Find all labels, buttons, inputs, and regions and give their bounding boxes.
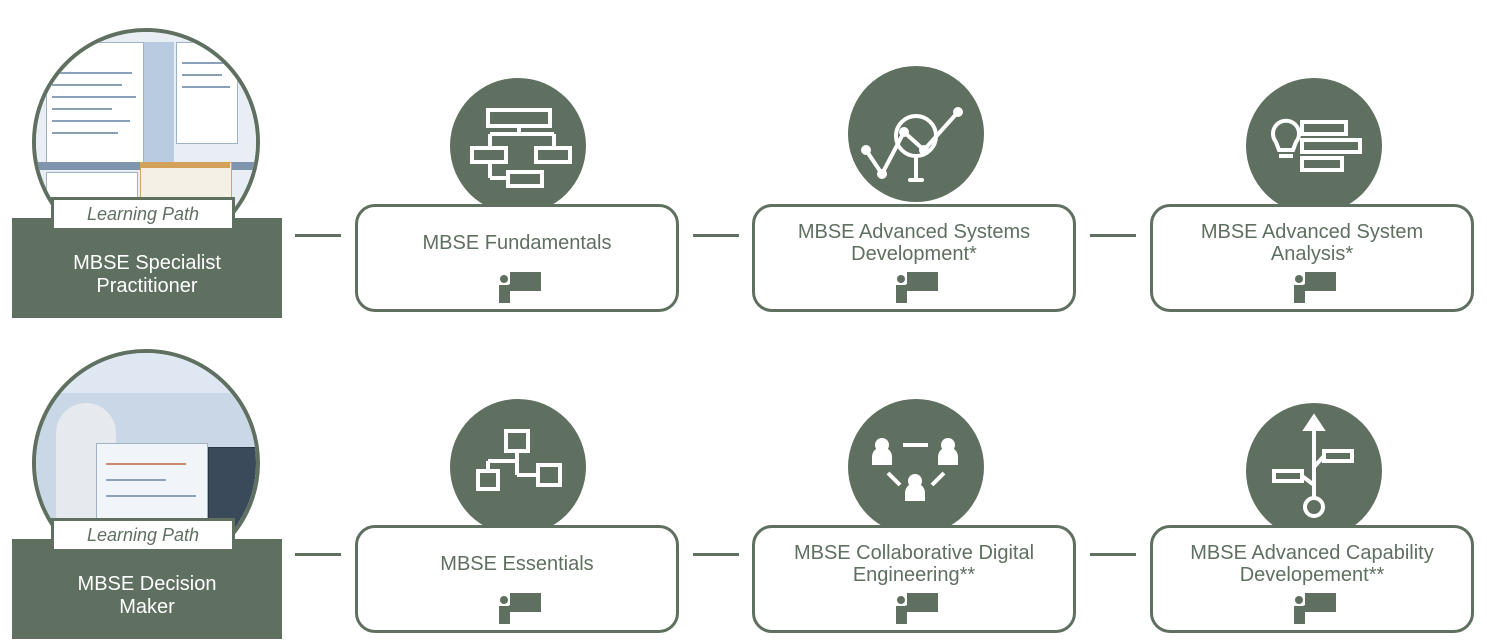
learning-path-title: MBSE Specialist Practitioner xyxy=(12,218,282,318)
learning-path-row-specialist: MBSE Specialist Practitioner Learning Pa… xyxy=(0,0,1487,320)
course-title-line2: Development* xyxy=(851,243,977,265)
course-title-line1: MBSE Advanced Capability xyxy=(1190,542,1434,564)
flowchart-hierarchy-icon xyxy=(450,78,586,214)
course-card[interactable]: MBSE Advanced Capability Developement** xyxy=(1150,525,1474,633)
course-title-line1: MBSE Advanced Systems xyxy=(797,221,1031,243)
instructor-led-icon xyxy=(1294,272,1336,303)
learning-path-title-line2: Maker xyxy=(119,596,175,618)
learning-path-row-decision-maker: MBSE Decision Maker Learning Path MBSE E… xyxy=(0,321,1487,641)
learning-path-title-line1: MBSE Decision xyxy=(77,573,217,595)
course-title: MBSE Fundamentals xyxy=(366,217,668,269)
instructor-led-icon xyxy=(499,272,541,303)
course-title: MBSE Essentials xyxy=(366,538,668,590)
learning-path-tag: Learning Path xyxy=(51,197,235,231)
course-title-line1: MBSE Essentials xyxy=(440,553,594,575)
course-card[interactable]: MBSE Fundamentals xyxy=(355,204,679,312)
line-chart-magnifier-icon xyxy=(848,66,984,202)
course-title-line2: Analysis* xyxy=(1270,243,1354,265)
lightbulb-list-icon xyxy=(1246,78,1382,214)
branching-path-icon xyxy=(1246,403,1382,539)
course-title-line1: MBSE Fundamentals xyxy=(422,232,612,254)
course-card[interactable]: MBSE Advanced System Analysis* xyxy=(1150,204,1474,312)
instructor-led-icon xyxy=(1294,593,1336,624)
instructor-led-icon xyxy=(896,272,938,303)
connector xyxy=(1090,553,1136,556)
learning-path-title: MBSE Decision Maker xyxy=(12,539,282,639)
instructor-led-icon xyxy=(499,593,541,624)
course-card[interactable]: MBSE Advanced Systems Development* xyxy=(752,204,1076,312)
course-title-line1: MBSE Advanced System xyxy=(1200,221,1424,243)
instructor-led-icon xyxy=(896,593,938,624)
connector xyxy=(693,553,739,556)
connector xyxy=(295,234,341,237)
course-title-line2: Developement** xyxy=(1239,564,1385,586)
connector xyxy=(1090,234,1136,237)
learning-path-title-line2: Practitioner xyxy=(96,275,198,297)
learning-path-tag: Learning Path xyxy=(51,518,235,552)
connector xyxy=(295,553,341,556)
team-collaboration-icon xyxy=(848,399,984,535)
course-card[interactable]: MBSE Essentials xyxy=(355,525,679,633)
course-title: MBSE Advanced System Analysis* xyxy=(1161,217,1463,269)
course-title-line2: Engineering** xyxy=(852,564,976,586)
course-title: MBSE Collaborative Digital Engineering** xyxy=(763,538,1065,590)
block-diagram-icon xyxy=(450,399,586,535)
course-title: MBSE Advanced Capability Developement** xyxy=(1161,538,1463,590)
course-title: MBSE Advanced Systems Development* xyxy=(763,217,1065,269)
course-title-line1: MBSE Collaborative Digital xyxy=(793,542,1035,564)
learning-path-title-line1: MBSE Specialist xyxy=(73,252,221,274)
course-card[interactable]: MBSE Collaborative Digital Engineering** xyxy=(752,525,1076,633)
connector xyxy=(693,234,739,237)
